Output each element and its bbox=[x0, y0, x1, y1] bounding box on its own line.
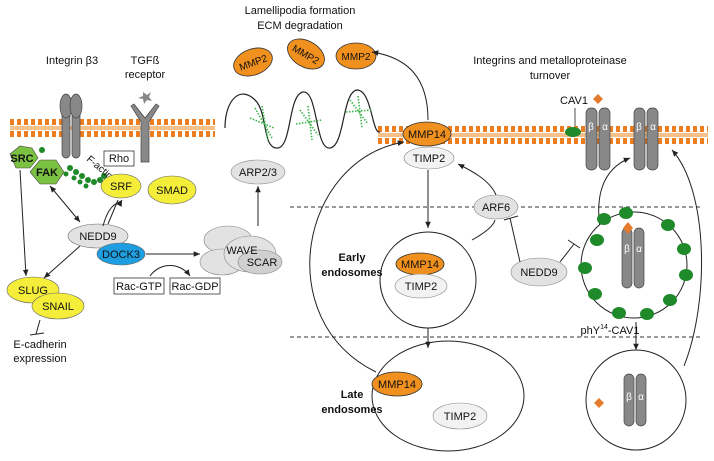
factin-chain bbox=[63, 165, 107, 189]
snail-protein: SNAIL bbox=[31, 292, 85, 320]
svg-text:Rac-GTP: Rac-GTP bbox=[116, 281, 162, 293]
timp2-membrane: TIMP2 bbox=[403, 146, 455, 170]
mmp14-membrane: MMP14 bbox=[402, 121, 452, 147]
svg-text:β: β bbox=[626, 392, 632, 403]
svg-text:MMP14: MMP14 bbox=[408, 129, 446, 141]
svg-text:NEDD9: NEDD9 bbox=[520, 267, 557, 279]
svg-text:FAK: FAK bbox=[36, 167, 58, 179]
ecadherin-label-1: E-cadherin bbox=[13, 339, 66, 351]
smad-protein: SMAD bbox=[147, 175, 197, 205]
svg-text:β: β bbox=[624, 244, 630, 255]
mmp2-protein: MMP2 bbox=[335, 42, 377, 70]
src-protein: SRC bbox=[9, 145, 39, 169]
svg-text:α: α bbox=[650, 122, 656, 133]
svg-text:SLUG: SLUG bbox=[18, 285, 48, 297]
rac-cycle-arrow bbox=[149, 265, 191, 277]
svg-text:α: α bbox=[638, 392, 644, 403]
svg-text:α: α bbox=[602, 122, 608, 133]
svg-text:MMP2: MMP2 bbox=[342, 52, 371, 63]
phospho-dot bbox=[39, 147, 45, 153]
nedd9-left: NEDD9 bbox=[67, 223, 129, 249]
left-arrows bbox=[19, 169, 200, 336]
svg-text:Rac-GDP: Rac-GDP bbox=[171, 281, 218, 293]
fak-protein: FAK bbox=[29, 159, 65, 185]
integrins-turnover-label-2: turnover bbox=[530, 70, 571, 82]
integrin-ab-membrane-2: β α bbox=[633, 107, 659, 171]
svg-text:SMAD: SMAD bbox=[156, 185, 188, 197]
nedd9-right: NEDD9 bbox=[510, 257, 568, 287]
svg-text:SRF: SRF bbox=[110, 181, 132, 193]
phy-cav1-label: phY14-CAV1 bbox=[581, 324, 640, 337]
dock3-protein: DOCK3 bbox=[96, 242, 146, 266]
integrin-b3-label: Integrin β3 bbox=[46, 55, 98, 67]
svg-text:NEDD9: NEDD9 bbox=[79, 231, 116, 243]
ecadherin-label-2: expression bbox=[13, 353, 66, 365]
early-endosome: MMP14 TIMP2 bbox=[379, 231, 477, 329]
integrins-turnover-label-1: Integrins and metalloproteinase bbox=[473, 55, 626, 67]
srf-protein: SRF bbox=[100, 173, 142, 199]
svg-text:SNAIL: SNAIL bbox=[42, 301, 74, 313]
late-endosomes-label-2: endosomes bbox=[321, 404, 382, 416]
recycling-endosome: β α bbox=[585, 349, 687, 451]
late-endosomes-label-1: Late bbox=[341, 389, 364, 401]
lamellipodia-label: Lamellipodia formation bbox=[245, 5, 356, 17]
svg-text:β: β bbox=[636, 122, 642, 133]
integrin-ab-membrane-1: β α bbox=[585, 94, 611, 171]
svg-text:MMP14: MMP14 bbox=[378, 379, 416, 391]
svg-text:TIMP2: TIMP2 bbox=[444, 411, 476, 423]
caveosome: β α bbox=[578, 207, 693, 320]
svg-text:DOCK3: DOCK3 bbox=[102, 249, 140, 261]
svg-text:TIMP2: TIMP2 bbox=[413, 153, 445, 165]
cav1-label: CAV1 bbox=[560, 95, 588, 107]
integrin-b3 bbox=[59, 93, 83, 159]
rac-gdp-box: Rac-GDP bbox=[169, 277, 221, 295]
late-endosome: MMP14 TIMP2 bbox=[371, 340, 525, 452]
lamellipodia-wave bbox=[224, 89, 381, 149]
arf6-protein: ARF6 bbox=[473, 194, 519, 220]
svg-text:α: α bbox=[636, 244, 642, 255]
mmp2-protein: MMP2 bbox=[233, 47, 273, 77]
svg-text:β: β bbox=[588, 122, 594, 133]
actin-filaments bbox=[249, 95, 373, 141]
ecm-label: ECM degradation bbox=[257, 20, 343, 32]
svg-text:TIMP2: TIMP2 bbox=[405, 281, 437, 293]
rho-box: Rho bbox=[103, 150, 135, 167]
wave-label: WAVE bbox=[226, 245, 257, 257]
early-endosomes-label-2: endosomes bbox=[321, 267, 382, 279]
svg-text:MMP14: MMP14 bbox=[401, 259, 439, 271]
cav1-protein bbox=[565, 127, 581, 137]
arrow-mmp14-to-mmp2 bbox=[371, 50, 429, 121]
svg-text:ARP2/3: ARP2/3 bbox=[239, 167, 277, 179]
tgfb-receptor bbox=[130, 92, 160, 163]
early-endosomes-label-1: Early bbox=[339, 252, 367, 264]
tgfb-label-2: receptor bbox=[125, 69, 166, 81]
arp23-protein: ARP2/3 bbox=[230, 159, 286, 185]
svg-text:Rho: Rho bbox=[109, 153, 129, 165]
rac-gtp-box: Rac-GTP bbox=[113, 277, 165, 295]
tgfb-label-1: TGFß bbox=[131, 55, 160, 67]
scar-label: SCAR bbox=[247, 257, 278, 269]
svg-text:ARF6: ARF6 bbox=[482, 202, 510, 214]
left-membrane bbox=[10, 119, 215, 137]
wave-scar-complex: WAVE SCAR bbox=[199, 225, 283, 276]
svg-text:SRC: SRC bbox=[10, 153, 33, 165]
mmp2-protein: MMP2 bbox=[287, 38, 325, 70]
